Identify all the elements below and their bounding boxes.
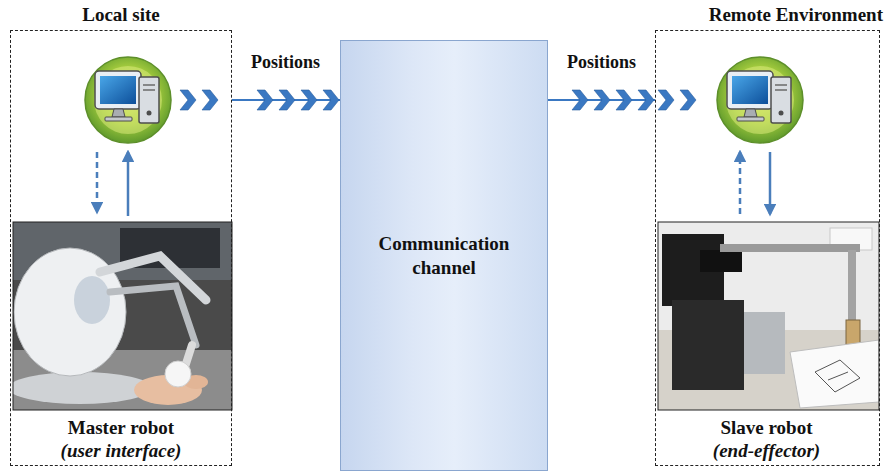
chevron — [279, 90, 295, 110]
chevron — [616, 90, 632, 110]
caption-title: Master robot — [68, 416, 174, 439]
channel-label: Communication channel — [362, 232, 527, 280]
robot-photo-frame: Master robot(user interface) — [12, 222, 230, 464]
photo-border — [658, 222, 879, 410]
chevron-connector — [548, 90, 655, 110]
chevron — [594, 90, 610, 110]
computer-icon — [85, 57, 171, 143]
computer-icon — [717, 57, 803, 143]
caption-title: Slave robot — [720, 416, 812, 439]
connector-path — [232, 99, 340, 101]
chevron — [301, 90, 317, 110]
caption-subtitle: (end-effector) — [713, 439, 820, 462]
edge-label: Positions — [249, 51, 322, 73]
slave-robot-photo — [658, 222, 879, 410]
robot-photo-frame: Slave robot(end-effector) — [657, 222, 876, 464]
chevron — [638, 90, 654, 110]
site-box: Local siteMaster robot(user interface) — [10, 30, 232, 466]
group-heading: Remote Environment — [709, 3, 883, 27]
caption-subtitle: (user interface) — [61, 439, 182, 462]
edge-label: Positions — [565, 51, 638, 73]
photo-border — [13, 222, 232, 410]
chevron — [323, 90, 339, 110]
chevron — [257, 90, 273, 110]
chevron — [572, 90, 588, 110]
group-heading: Local site — [11, 3, 231, 27]
site-box: Remote EnvironmentSlave robot(end-effect… — [655, 30, 880, 466]
master-robot-photo — [13, 222, 232, 410]
channel-box: Communication channel — [340, 40, 548, 471]
chevron-connector — [232, 90, 340, 110]
